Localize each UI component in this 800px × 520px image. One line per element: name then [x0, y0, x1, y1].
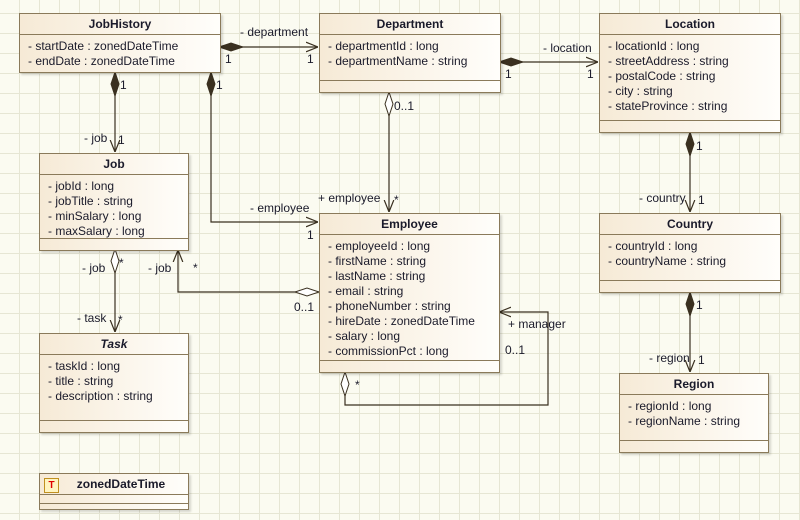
multiplicity: 1: [307, 228, 314, 242]
attribute: - firstName : string: [328, 254, 427, 268]
role-label: - country: [639, 191, 686, 205]
attribute: - title : string: [48, 374, 114, 388]
multiplicity: 1: [225, 52, 232, 66]
role-label: - region: [649, 351, 690, 365]
class-region[interactable]: Region - regionId : long- regionName : s…: [619, 373, 769, 453]
class-location[interactable]: Location - locationId : long - streetAdd…: [599, 13, 781, 133]
class-name: Task: [40, 334, 188, 355]
attribute: - description : string: [48, 389, 153, 403]
attribute: - email : string: [328, 284, 404, 298]
multiplicity: *: [394, 193, 399, 207]
attribute: - phoneNumber : string: [328, 299, 451, 313]
class-name: Employee: [320, 214, 499, 235]
multiplicity: 1: [216, 78, 223, 92]
role-label: - task: [77, 311, 107, 325]
attribute: - maxSalary : long: [48, 224, 145, 238]
multiplicity: 1: [118, 133, 125, 147]
attribute: - lastName : string: [328, 269, 426, 283]
attribute: - salary : long: [328, 329, 401, 343]
multiplicity: 1: [120, 78, 127, 92]
class-name: JobHistory: [20, 14, 220, 35]
attribute: - endDate : zonedDateTime: [28, 54, 175, 68]
multiplicity: 0..1: [505, 343, 526, 357]
aggregation-diamond: [340, 370, 350, 398]
multiplicity: 1: [307, 52, 314, 66]
edge-jobhistory-employee: [210, 72, 318, 222]
datatype-icon: T: [44, 478, 59, 493]
class-country[interactable]: Country - countryId : long- countryName …: [599, 213, 781, 293]
multiplicity: 0..1: [294, 300, 315, 314]
aggregation-diamond: [384, 90, 394, 118]
class-name: zonedDateTime: [40, 474, 188, 495]
datatype-zoneddatetime[interactable]: T zonedDateTime: [39, 473, 189, 510]
operations-compartment: [40, 503, 188, 504]
class-job[interactable]: Job - jobId : long - jobTitle : string -…: [39, 153, 189, 251]
class-name: Region: [620, 374, 768, 395]
role-label: - job: [84, 131, 108, 145]
role-label: + employee: [318, 191, 381, 205]
attribute: - taskId : long: [48, 359, 121, 373]
role-label: - job: [148, 261, 172, 275]
role-label: - department: [240, 25, 309, 39]
attribute: - postalCode : string: [608, 69, 716, 83]
attribute: - city : string: [608, 84, 673, 98]
aggregation-diamond: [110, 247, 120, 275]
attribute: - hireDate : zonedDateTime: [328, 314, 475, 328]
edge-employee-job: [178, 250, 319, 293]
multiplicity: 0..1: [394, 99, 415, 113]
attribute: - countryName : string: [608, 254, 727, 268]
attribute: - regionId : long: [628, 399, 712, 413]
role-label: - job: [82, 261, 106, 275]
class-name: Country: [600, 214, 780, 235]
composition-diamond: [497, 57, 525, 67]
attribute: - countryId : long: [608, 239, 698, 253]
multiplicity: *: [355, 378, 360, 392]
attribute: - commissionPct : long: [328, 344, 449, 358]
attribute: - employeeId : long: [328, 239, 431, 253]
multiplicity: 1: [698, 353, 705, 367]
attribute: - jobId : long: [48, 179, 115, 193]
operations-compartment: [320, 360, 499, 361]
operations-compartment: [620, 440, 768, 441]
multiplicity: 1: [696, 139, 703, 153]
attribute: - startDate : zonedDateTime: [28, 39, 179, 53]
attribute: - locationId : long: [608, 39, 700, 53]
multiplicity: *: [193, 261, 198, 275]
class-name: Location: [600, 14, 780, 35]
attribute: - departmentName : string: [328, 54, 468, 68]
composition-diamond: [110, 70, 120, 98]
composition-diamond: [206, 70, 216, 98]
operations-compartment: [40, 420, 188, 421]
operations-compartment: [600, 120, 780, 121]
class-jobhistory[interactable]: JobHistory - startDate : zonedDateTime- …: [19, 13, 221, 73]
attribute: - departmentId : long: [328, 39, 439, 53]
class-department[interactable]: Department - departmentId : long- depart…: [319, 13, 501, 93]
role-label: + manager: [508, 317, 566, 331]
role-label: - employee: [250, 201, 310, 215]
attribute: - streetAddress : string: [608, 54, 729, 68]
composition-diamond: [217, 42, 245, 52]
multiplicity: *: [118, 313, 123, 327]
class-name: Job: [40, 154, 188, 175]
class-employee[interactable]: Employee - employeeId : long - firstName…: [319, 213, 500, 373]
multiplicity: 1: [696, 298, 703, 312]
composition-diamond: [685, 290, 695, 318]
role-label: - location: [543, 41, 592, 55]
multiplicity: 1: [505, 67, 512, 81]
attribute: - stateProvince : string: [608, 99, 728, 113]
multiplicity: 1: [587, 67, 594, 81]
multiplicity: 1: [698, 193, 705, 207]
operations-compartment: [40, 238, 188, 239]
operations-compartment: [600, 280, 780, 281]
aggregation-diamond: [293, 287, 321, 297]
class-name: Department: [320, 14, 500, 35]
multiplicity: *: [119, 256, 124, 270]
operations-compartment: [320, 80, 500, 81]
class-task[interactable]: Task - taskId : long - title : string - …: [39, 333, 189, 433]
attribute: - jobTitle : string: [48, 194, 133, 208]
composition-diamond: [685, 130, 695, 158]
attribute: - regionName : string: [628, 414, 741, 428]
attribute: - minSalary : long: [48, 209, 142, 223]
